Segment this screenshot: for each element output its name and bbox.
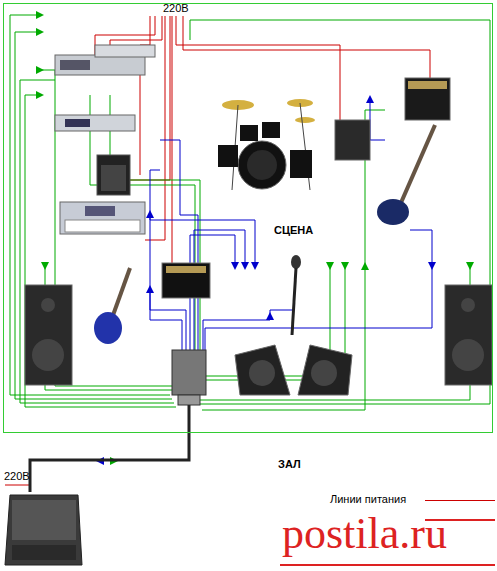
legend-sample-line (425, 500, 495, 501)
arrow-heads-green (36, 11, 474, 465)
arrow-heads-blue (96, 95, 436, 465)
bass-guitar (377, 125, 435, 225)
bass-amp-panel (408, 81, 447, 89)
guitar-combo-panel (166, 266, 206, 273)
area-title: СЦЕНА (274, 224, 313, 236)
text-label: ЗАЛ (278, 458, 301, 470)
synthesizer (60, 202, 145, 234)
floor-monitors (235, 345, 352, 395)
power-amplifiers (55, 45, 155, 131)
text-label: 220В (163, 2, 189, 14)
stage-area: СЦЕНА (3, 3, 493, 433)
microphone (291, 255, 301, 335)
power-lines (5, 16, 430, 492)
keyboard-combo (97, 155, 130, 195)
signal-lines-blue (150, 100, 432, 355)
mixing-console (5, 495, 82, 565)
guitar-combo (162, 263, 210, 298)
watermark: postila.ru (282, 508, 447, 559)
bass-amp (405, 78, 450, 120)
drum-monitor (335, 120, 370, 160)
electric-guitar (94, 268, 130, 344)
combo-grille (101, 165, 126, 191)
drum-kit (218, 99, 315, 190)
text-label: 220В (4, 470, 30, 482)
legend-text: Линии питания (330, 493, 406, 505)
signal-lines-green (10, 15, 490, 410)
stage-box (172, 350, 206, 405)
snake-cable (30, 405, 189, 492)
main-speakers (25, 285, 492, 385)
